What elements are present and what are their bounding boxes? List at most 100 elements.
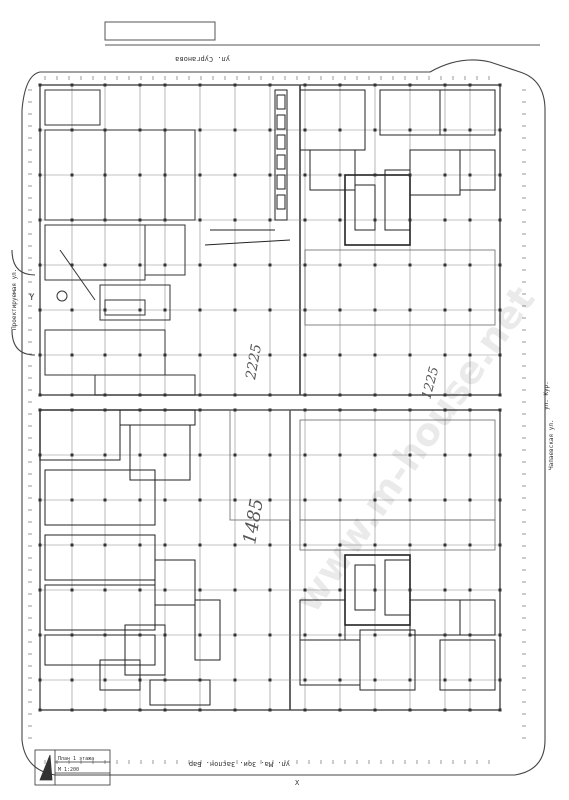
- column: [138, 408, 142, 412]
- column: [468, 633, 472, 637]
- column: [443, 353, 447, 357]
- column: [443, 173, 447, 177]
- column: [443, 218, 447, 222]
- column: [303, 173, 307, 177]
- column: [138, 498, 142, 502]
- column: [103, 678, 107, 682]
- bottom-street-label: ул. Ма. Зои. Заслон. Бар: [189, 760, 290, 768]
- column: [468, 173, 472, 177]
- column: [468, 263, 472, 267]
- column: [233, 263, 237, 267]
- sheet-frame: [104, 21, 540, 46]
- top-street-label: ул. Сурганова: [175, 55, 230, 63]
- column: [373, 393, 377, 397]
- column: [408, 498, 412, 502]
- column: [138, 678, 142, 682]
- column: [38, 218, 42, 222]
- column: [233, 353, 237, 357]
- column: [103, 453, 107, 457]
- right-street-lower-label: Чапаевская ул.: [548, 419, 555, 470]
- column: [163, 408, 167, 412]
- column: [103, 353, 107, 357]
- column: [70, 83, 74, 87]
- column: [303, 588, 307, 592]
- column: [303, 218, 307, 222]
- column: [163, 393, 167, 397]
- column: [163, 353, 167, 357]
- column: [70, 173, 74, 177]
- column: [233, 498, 237, 502]
- column: [303, 128, 307, 132]
- column: [70, 633, 74, 637]
- column: [468, 588, 472, 592]
- column: [373, 408, 377, 412]
- column: [373, 543, 377, 547]
- column: [498, 308, 502, 312]
- column: [303, 453, 307, 457]
- column: [338, 708, 342, 712]
- column: [443, 393, 447, 397]
- column: [38, 128, 42, 132]
- column: [233, 543, 237, 547]
- column: [103, 128, 107, 132]
- column: [498, 543, 502, 547]
- column: [468, 678, 472, 682]
- column: [198, 83, 202, 87]
- column: [233, 453, 237, 457]
- column: [408, 408, 412, 412]
- column: [138, 708, 142, 712]
- column: [338, 308, 342, 312]
- column: [468, 453, 472, 457]
- column: [443, 308, 447, 312]
- column: [408, 633, 412, 637]
- column: [268, 308, 272, 312]
- column: [233, 218, 237, 222]
- column: [468, 498, 472, 502]
- column: [103, 588, 107, 592]
- column: [70, 453, 74, 457]
- column: [303, 678, 307, 682]
- column: [268, 218, 272, 222]
- column: [338, 678, 342, 682]
- column: [70, 498, 74, 502]
- column: [38, 678, 42, 682]
- column: [498, 498, 502, 502]
- column: [303, 408, 307, 412]
- column: [268, 353, 272, 357]
- site-outline: [11, 59, 546, 776]
- column: [373, 173, 377, 177]
- column: [268, 393, 272, 397]
- column: [198, 588, 202, 592]
- column: [70, 263, 74, 267]
- column: [373, 308, 377, 312]
- column: [408, 678, 412, 682]
- column: [38, 308, 42, 312]
- column: [70, 218, 74, 222]
- column: [498, 588, 502, 592]
- title-block-line1: План 1 этажа: [58, 756, 94, 762]
- handwritten-note-lower: 1485: [239, 497, 268, 546]
- title-block-line2: М 1:200: [58, 767, 79, 773]
- column: [338, 263, 342, 267]
- partitions-lower-left: [39, 409, 221, 706]
- column: [468, 708, 472, 712]
- column: [498, 678, 502, 682]
- column: [163, 308, 167, 312]
- partitions-upper-left: [44, 89, 196, 396]
- column: [338, 128, 342, 132]
- column: [163, 128, 167, 132]
- column: [443, 708, 447, 712]
- column: [163, 708, 167, 712]
- column: [498, 633, 502, 637]
- column: [138, 633, 142, 637]
- column: [443, 128, 447, 132]
- column: [268, 128, 272, 132]
- column: [268, 173, 272, 177]
- column: [408, 83, 412, 87]
- column: [268, 678, 272, 682]
- column: [233, 83, 237, 87]
- column: [103, 308, 107, 312]
- column: [443, 678, 447, 682]
- column: [338, 218, 342, 222]
